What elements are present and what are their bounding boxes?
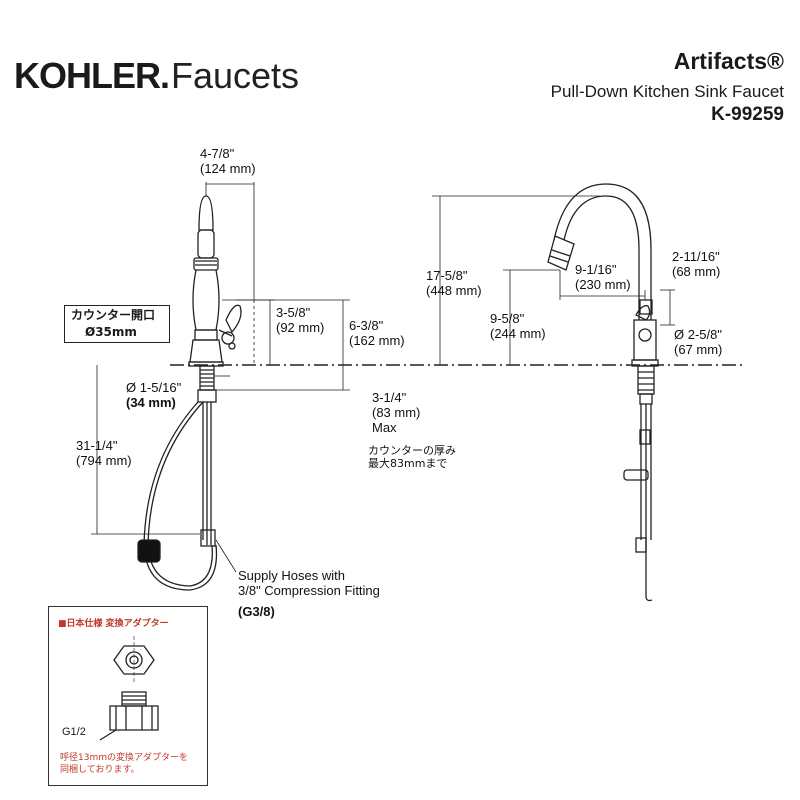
brand-sub: Faucets (171, 55, 300, 96)
dim-hose-length: 31-1/4" (794 mm) (76, 438, 132, 468)
inset-g12: G1/2 (62, 726, 86, 738)
adapter-drawing (99, 636, 159, 741)
series-title: Artifacts® (673, 48, 784, 74)
note-counter-thickness: カウンターの厚み 最大83mmまで (368, 444, 456, 470)
inset-note: 呼径13mmの変換アダプターを 同梱しております。 (60, 753, 188, 775)
product-name: Pull-Down Kitchen Sink Faucet (550, 82, 784, 101)
left-faucet (137, 195, 242, 591)
adapter-inset (48, 606, 208, 786)
dim-handle-offset: 2-11/16" (68 mm) (672, 249, 721, 279)
inset-title: ■日本仕様 変換アダプター (58, 619, 169, 629)
dim-base-dia: Ø 2-5/8" (67 mm) (674, 327, 723, 357)
note-counter-opening: カウンター開口 Ø35mm (64, 305, 170, 343)
dim-handle-height: 3-5/8" (92 mm) (276, 305, 325, 335)
dim-reach: 9-1/16" (230 mm) (575, 262, 631, 292)
dim-deck-max: 3-1/4" (83 mm) Max (372, 390, 421, 435)
note-supply-hoses: Supply Hoses with 3/8" Compression Fitti… (238, 568, 380, 619)
dim-hole-dia: Ø 1-5/16" (34 mm) (126, 380, 182, 410)
dim-spout-clear: 9-5/8" (244 mm) (490, 311, 546, 341)
dim-base-height: 6-3/8" (162 mm) (349, 318, 405, 348)
model-number: K-99259 (711, 104, 784, 125)
dim-total-height: 17-5/8" (448 mm) (426, 268, 482, 298)
brand-logo: KOHLER.Faucets (14, 56, 299, 96)
right-faucet (547, 183, 659, 602)
dim-top-reach: 4-7/8" (124 mm) (200, 146, 256, 176)
brand-main: KOHLER. (14, 55, 170, 96)
